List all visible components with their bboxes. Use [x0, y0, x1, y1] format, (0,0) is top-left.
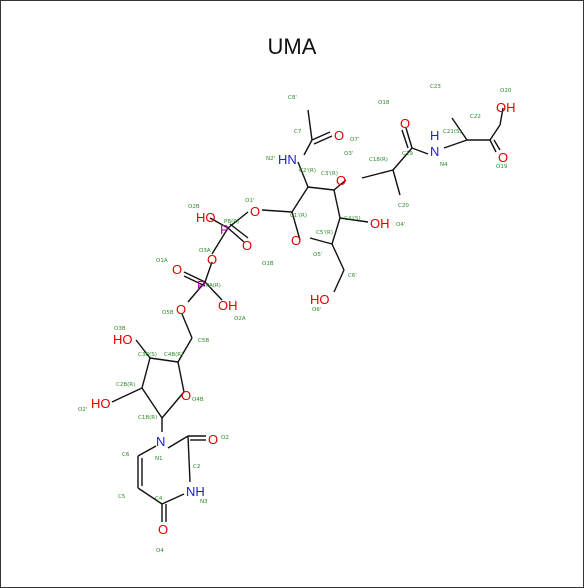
annotation: O2 — [221, 435, 229, 441]
annotation: O6' — [312, 307, 321, 313]
annotation: O5' — [313, 252, 322, 258]
annotation: PA(R) — [206, 283, 221, 289]
atom-o5b: O — [176, 302, 186, 317]
annotation: C2B(R) — [116, 382, 135, 388]
annotation: O5B — [162, 310, 174, 316]
annotation: C21(S) — [443, 129, 462, 135]
annotation: C2'(R) — [299, 168, 316, 174]
molecule-title: UMA — [267, 34, 317, 59]
annotation: C8' — [288, 95, 297, 101]
annotation: C6 — [122, 452, 130, 458]
atom-o22: O — [498, 150, 508, 165]
annotation: O20 — [500, 88, 512, 94]
annotation: O4' — [396, 222, 405, 228]
annotation: C4B(R) — [164, 352, 183, 358]
atom-o2prime-ribose: HO — [91, 396, 111, 411]
annotation: O3B — [114, 326, 126, 332]
atom-o1b: O — [242, 238, 252, 253]
atom-n4: N — [430, 144, 439, 159]
atom-n3: NH — [186, 484, 205, 499]
annotation: PB(R) — [224, 219, 239, 225]
atom-o6prime: HO — [310, 292, 330, 307]
annotation: N4 — [440, 162, 448, 168]
atom-o1a: O — [172, 262, 182, 277]
annotation: C4 — [155, 496, 163, 502]
annotation: O4 — [156, 548, 164, 554]
annotation: O19 — [496, 164, 508, 170]
annotation: C7 — [294, 129, 302, 135]
atom-o5prime: O — [291, 233, 301, 248]
annotation: C18(R) — [369, 157, 388, 163]
annotation: O1' — [245, 198, 254, 204]
atom-o3a: O — [207, 252, 217, 267]
atom-pb: P — [220, 222, 229, 237]
annotation: N2' — [266, 156, 275, 162]
annotation: C4'(S) — [344, 216, 361, 222]
atom-h-n4: H — [430, 128, 439, 143]
annotation: C19 — [402, 151, 413, 157]
annotation: O2B — [188, 204, 200, 210]
atom-o2b: HO — [196, 210, 216, 225]
annotation: O1A — [156, 258, 168, 264]
atom-o3prime: O — [336, 173, 346, 188]
annotation: C1B(R) — [138, 415, 157, 421]
bonds — [111, 107, 504, 522]
atom-o4prime: OH — [370, 216, 390, 231]
atom-o20: OH — [496, 100, 516, 115]
annotation: O18 — [378, 100, 390, 106]
annotation: C5'(R) — [316, 230, 333, 236]
annotation: O1B — [262, 261, 274, 267]
annotation: C5 — [118, 494, 126, 500]
annotation: C2 — [193, 464, 200, 470]
annotation: O2A — [234, 316, 246, 322]
atom-o7prime: O — [334, 128, 344, 143]
annotation: N3 — [200, 499, 208, 505]
atom-o2: O — [208, 432, 218, 447]
atom-n2prime: HN — [278, 152, 297, 167]
atom-o19: O — [400, 116, 410, 131]
annotation: C3'(R) — [321, 171, 338, 177]
annotation: C1'(R) — [290, 213, 307, 219]
atom-o4: O — [158, 522, 168, 537]
atom-n1: N — [156, 434, 165, 449]
annotation: O4B — [192, 397, 204, 403]
annotation: O3' — [344, 151, 353, 157]
atom-o1prime: O — [250, 204, 260, 219]
annotation: C22 — [470, 114, 481, 120]
atom-o2a: OH — [218, 298, 238, 313]
annotation: O2' — [78, 407, 87, 413]
atom-o4b: O — [181, 388, 191, 403]
atom-annotations: C23 O20 C22 O18 C21(S) C19 N4 O19 C8' C7… — [78, 84, 512, 554]
annotation: O3A — [199, 248, 211, 254]
annotation: N1 — [155, 456, 163, 462]
annotation: C20 — [398, 203, 409, 209]
atom-labels: OH O N H O O OH HN O O O HO P HO O O O P… — [91, 100, 516, 537]
annotation: O7' — [350, 137, 359, 143]
annotation: C3B(S) — [138, 352, 157, 358]
atom-pa: P — [197, 278, 206, 293]
annotation: C23 — [430, 84, 441, 90]
annotation: C6' — [348, 273, 357, 279]
annotation: C5B — [198, 338, 209, 344]
atom-o3b: HO — [113, 332, 133, 347]
